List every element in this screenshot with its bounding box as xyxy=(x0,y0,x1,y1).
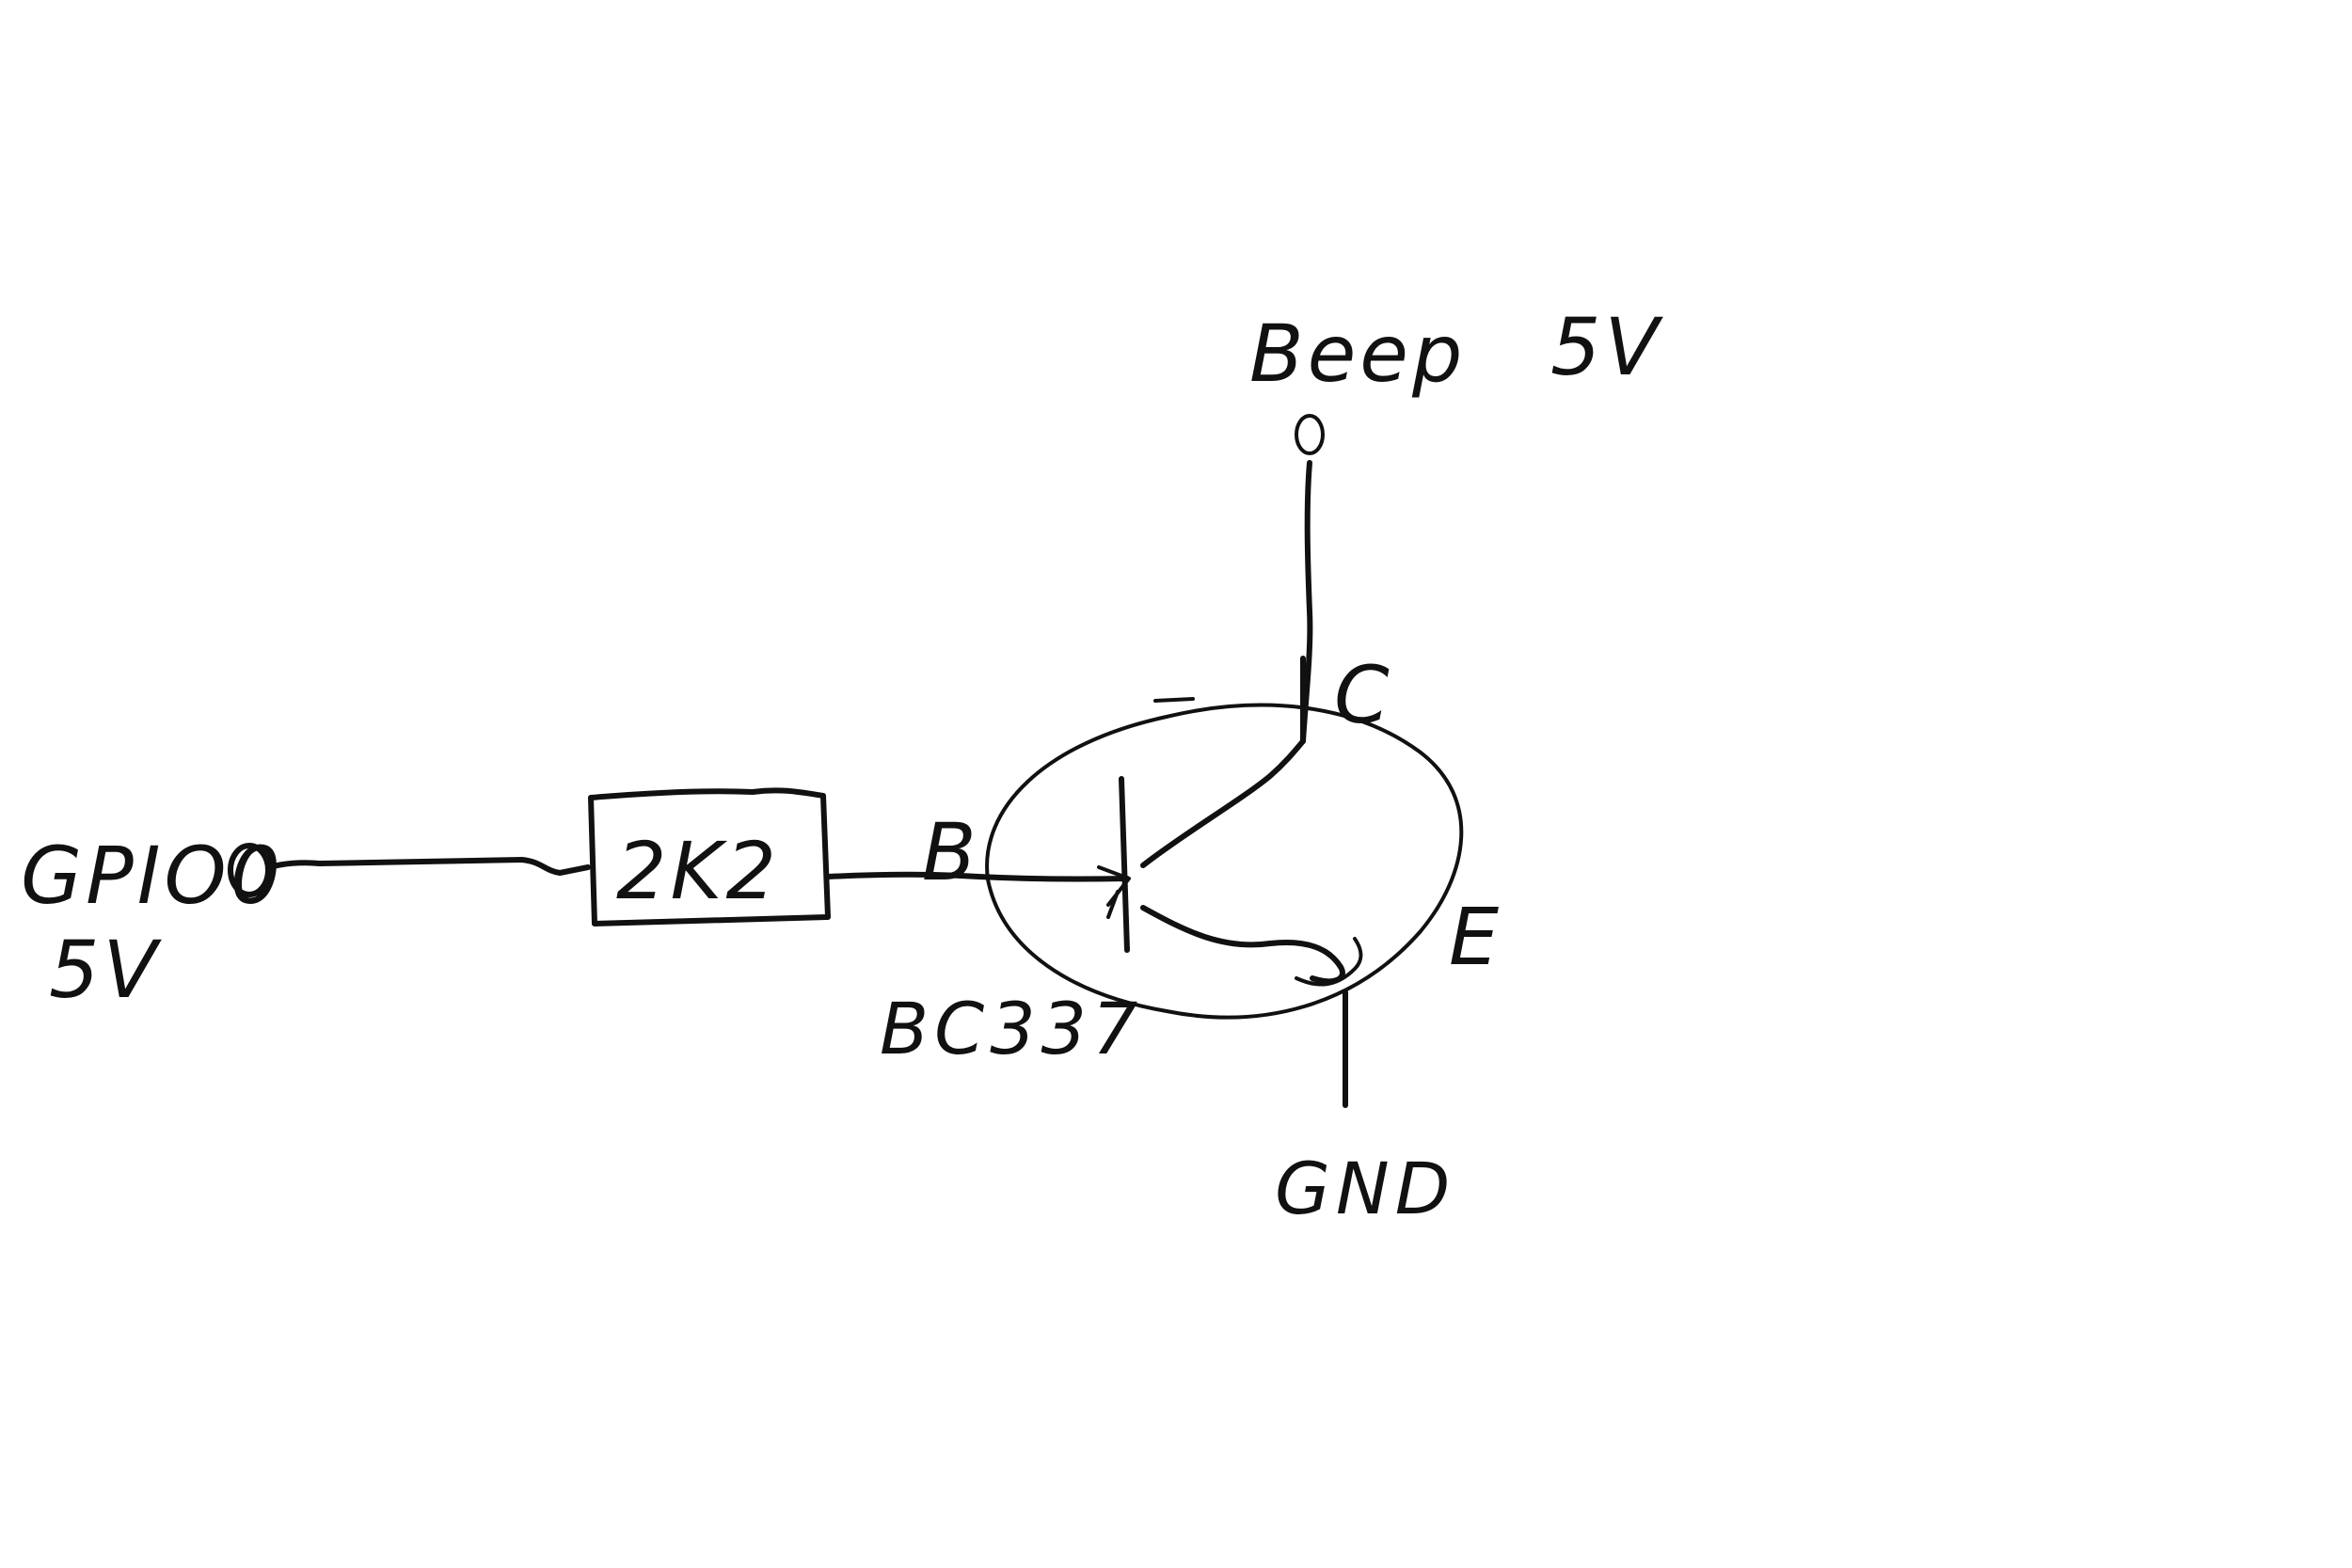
emitter-lead xyxy=(1140,905,1345,985)
input-pin-label: GPIO0 xyxy=(21,830,284,922)
collector-label: C xyxy=(1334,649,1393,741)
resistor-body xyxy=(588,787,831,927)
transistor-circle xyxy=(985,703,1464,1020)
transistor-top-mark xyxy=(1153,697,1195,703)
input-voltage-label: 5V xyxy=(49,924,162,1016)
transistor-model-label: BC337 xyxy=(880,987,1143,1070)
base-label: B xyxy=(922,806,980,898)
emitter-arrow-mark xyxy=(1295,937,1363,987)
resistor-label: 2K2 xyxy=(616,825,780,917)
supply-voltage-label: 5V xyxy=(1550,301,1663,393)
collector-lead xyxy=(1140,738,1306,868)
collector-wire xyxy=(1300,460,1313,744)
ground-label: GND xyxy=(1275,1147,1455,1230)
load-terminal xyxy=(1295,414,1325,455)
input-terminal xyxy=(228,843,271,897)
load-label: Beep xyxy=(1249,308,1466,400)
base-arrow-mark xyxy=(1097,865,1131,919)
base-wire xyxy=(825,871,1130,882)
base-bar xyxy=(1119,776,1130,953)
input-wire xyxy=(267,857,591,876)
emitter-label: E xyxy=(1449,891,1502,983)
